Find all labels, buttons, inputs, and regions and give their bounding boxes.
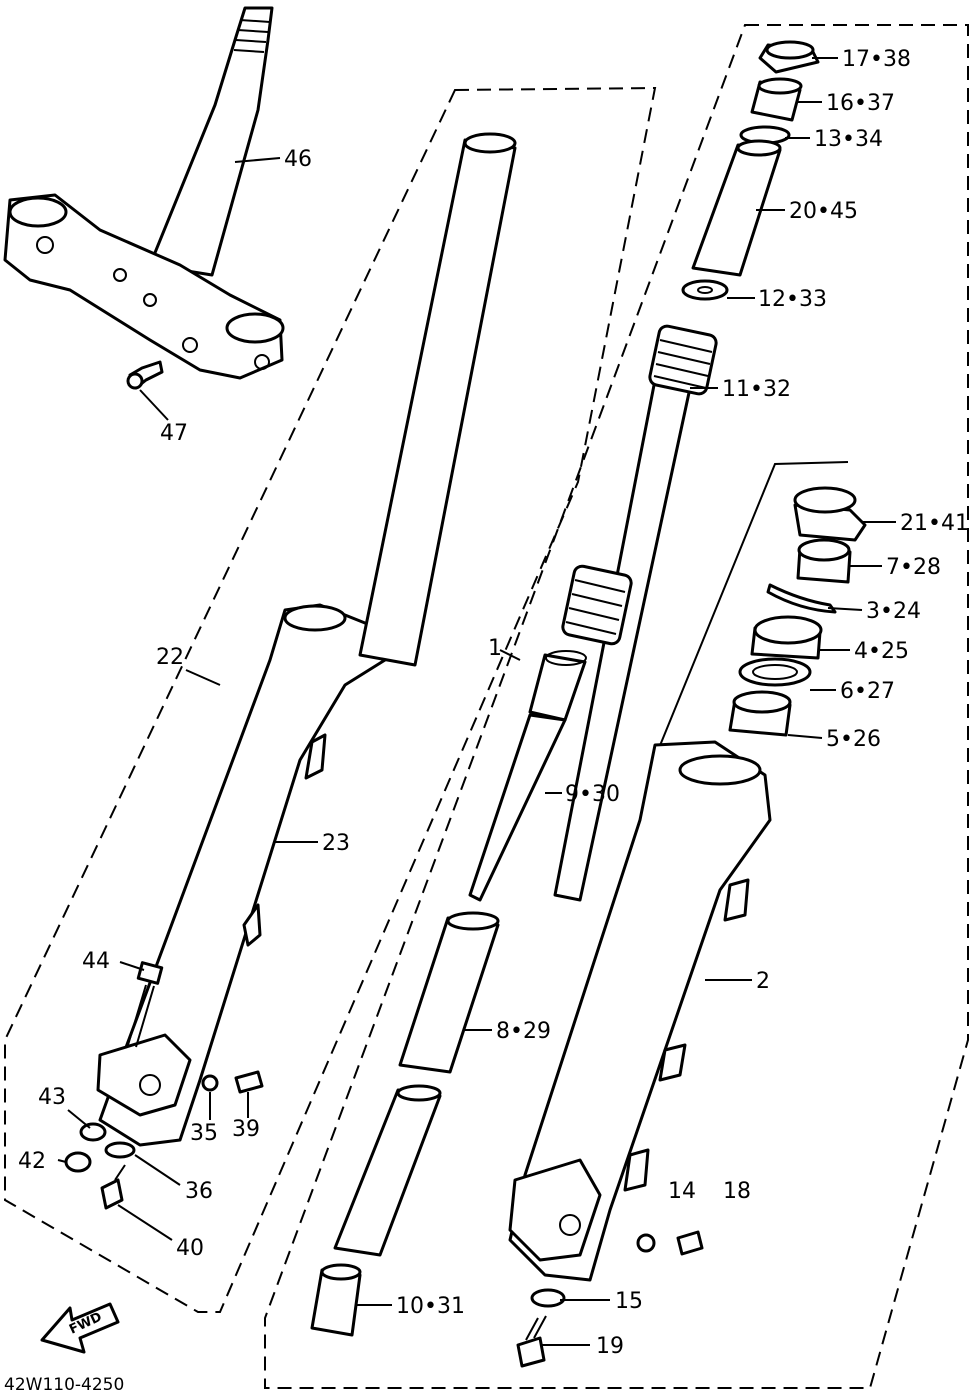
callout-3: 3•24: [866, 599, 921, 624]
fwd-arrow-icon: FWD: [40, 1302, 120, 1354]
outer-tube-left-23: [96, 603, 387, 1147]
callout-10: 10•31: [396, 1294, 465, 1319]
dust-seal-21: [793, 486, 867, 542]
left-fork-group-outline: [4, 86, 657, 1313]
callout-16: 16•37: [826, 91, 895, 116]
callout-7: 7•28: [886, 555, 941, 580]
callout-23: 23: [322, 831, 350, 856]
callout-4: 4•25: [854, 639, 909, 664]
callout-6: 6•27: [840, 679, 895, 704]
callout-35: 35: [190, 1121, 218, 1146]
oil-lock-piece-10: [310, 1263, 362, 1337]
washer-12: [681, 279, 729, 301]
callout-21: 21•41: [900, 511, 969, 536]
callout-43: 43: [38, 1085, 66, 1110]
callout-labels: 17•38 16•37 13•34 20•45 12•33 11•32 21•4…: [18, 47, 969, 1359]
callout-9: 9•30: [565, 782, 620, 807]
lower-sleeve: [333, 1084, 442, 1257]
right-fork-group-outline: [264, 24, 969, 1389]
callout-17: 17•38: [842, 47, 911, 72]
cap-bolt-17: [758, 40, 820, 74]
callout-20: 20•45: [789, 199, 858, 224]
bolt-47: [126, 360, 164, 390]
bolt-18: [676, 1230, 704, 1256]
callout-15: 15: [615, 1289, 643, 1314]
oil-seal-4: [750, 615, 823, 660]
steering-stem-46: [3, 6, 285, 380]
washer-14: [636, 1233, 656, 1253]
callout-5: 5•26: [826, 727, 881, 752]
bolt-44: [127, 961, 164, 1048]
bushing-5: [728, 690, 792, 737]
washer-15: [530, 1288, 566, 1308]
small-parts-left: [64, 1070, 264, 1210]
callout-2: 2: [756, 969, 770, 994]
callout-8: 8•29: [496, 1019, 551, 1044]
inner-tube-1: [358, 132, 517, 667]
spacer-20: [691, 139, 782, 277]
outer-tube-right-2: [508, 740, 772, 1282]
washer-6: [738, 657, 812, 687]
dust-seal-7: [796, 538, 852, 584]
callout-12: 12•33: [758, 287, 827, 312]
bolt-19: [516, 1315, 547, 1368]
callout-42: 42: [18, 1149, 46, 1174]
callout-14: 14: [668, 1179, 696, 1204]
callout-19: 19: [596, 1334, 624, 1359]
callout-18: 18: [723, 1179, 751, 1204]
callout-1: 1: [488, 636, 502, 661]
drawing-code: 42W110-4250: [4, 1375, 124, 1395]
cap-16: [750, 77, 803, 122]
clip-3: [766, 583, 837, 614]
callout-39: 39: [232, 1117, 260, 1142]
right-fork-subgroup-outline: [649, 461, 849, 771]
callout-22: 22: [156, 645, 184, 670]
callout-46: 46: [284, 147, 312, 172]
callout-11: 11•32: [722, 377, 791, 402]
callout-47: 47: [160, 421, 188, 446]
callout-40: 40: [176, 1236, 204, 1261]
leader-lines: [57, 57, 896, 1346]
slide-metal-8: [398, 911, 500, 1074]
callout-13: 13•34: [814, 127, 883, 152]
callout-36: 36: [185, 1179, 213, 1204]
callout-44: 44: [82, 949, 110, 974]
damper-rod-and-spring: [468, 324, 718, 902]
